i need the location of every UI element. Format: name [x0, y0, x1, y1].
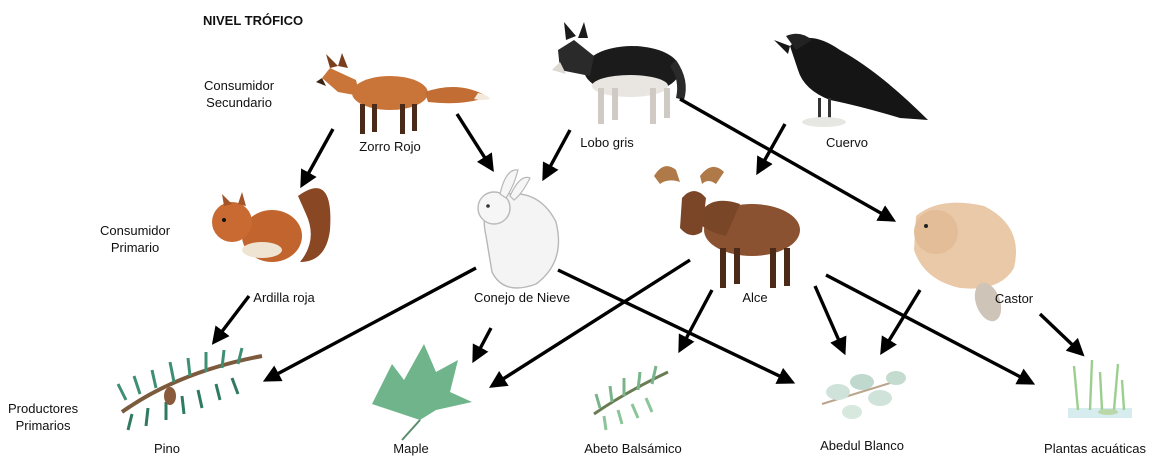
page-title: NIVEL TRÓFICO [203, 12, 303, 29]
label-zorro-rojo: Zorro Rojo [359, 138, 420, 155]
label-abedul-blanco: Abedul Blanco [820, 437, 904, 454]
maple-picture [372, 344, 472, 440]
level-producers-line1: Productores [8, 400, 78, 417]
arrow-alce-abedul [815, 286, 844, 352]
arrow-lobo-castor [680, 99, 893, 220]
label-plantas-acuaticas: Plantas acuáticas [1044, 440, 1146, 457]
red-squirrel-picture [212, 188, 330, 262]
arrow-lobo-conejo [544, 130, 570, 178]
label-abeto-balsamico: Abeto Balsámico [584, 440, 682, 457]
arrow-conejo-pino [266, 268, 476, 380]
label-castor: Castor [995, 290, 1033, 307]
aquatic-plants-picture [1068, 360, 1132, 418]
level-primary-consumer: Consumidor Primario [100, 222, 170, 256]
arrow-conejo-maple [474, 328, 491, 360]
label-conejo-de-nieve: Conejo de Nieve [474, 289, 570, 306]
label-ardilla-roja: Ardilla roja [253, 289, 314, 306]
level-secondary-consumer: Consumidor Secundario [204, 77, 274, 111]
arrow-castor-plantas [1040, 314, 1082, 354]
level-secondary-line1: Consumidor [204, 77, 274, 94]
label-pino: Pino [154, 440, 180, 457]
label-maple: Maple [393, 440, 428, 457]
arrow-cuervo-alce [758, 124, 785, 172]
pine-picture [118, 348, 262, 430]
label-lobo-gris: Lobo gris [580, 134, 633, 151]
level-primary-line1: Consumidor [100, 222, 170, 239]
arrow-ardilla-pino [214, 296, 249, 342]
label-cuervo: Cuervo [826, 134, 868, 151]
label-alce: Alce [742, 289, 767, 306]
white-birch-picture [822, 371, 906, 419]
snowshoe-hare-picture [478, 170, 559, 288]
level-primary-producers: Productores Primarios [8, 400, 78, 434]
arrow-zorro-conejo [457, 114, 492, 169]
level-producers-line2: Primarios [8, 417, 78, 434]
arrow-conejo-abedul [558, 270, 792, 382]
raven-picture [774, 34, 928, 127]
balsam-fir-picture [594, 366, 668, 430]
level-secondary-line2: Secundario [204, 94, 274, 111]
arrow-zorro-ardilla [302, 129, 333, 185]
level-primary-line2: Primario [100, 239, 170, 256]
gray-wolf-picture [552, 22, 686, 124]
